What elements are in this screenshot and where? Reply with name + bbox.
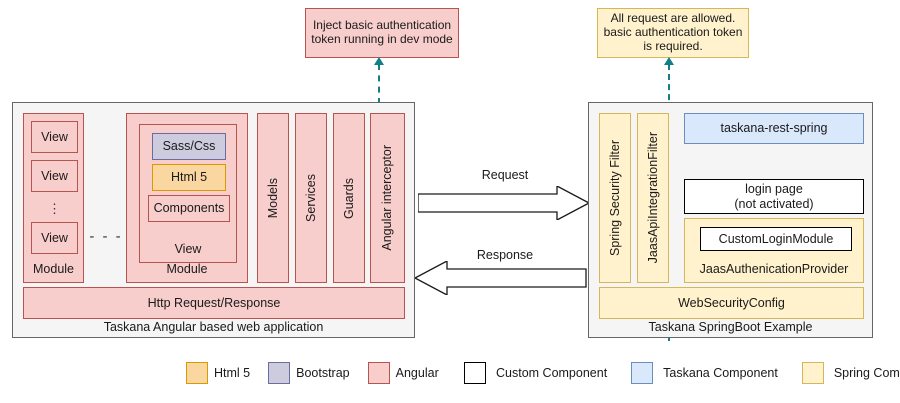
legend-swatch-custom-component	[464, 362, 486, 384]
legend-swatch-bootstrap	[268, 362, 291, 384]
taskana-rest-spring-box[interactable]: taskana-rest-spring	[684, 113, 864, 144]
jaas-authentication-provider-label: JaasAuthenicationProvider	[699, 262, 849, 276]
jaas-api-integration-filter-label: JaasApiIntegrationFilter	[645, 132, 660, 264]
jaas-api-integration-filter[interactable]: JaasApiIntegrationFilter	[637, 113, 669, 283]
module-right-view-label: View	[174, 242, 202, 256]
request-arrow-label: Request	[481, 167, 529, 182]
legend-label-bootstrap: Bootstrap	[296, 366, 350, 380]
legend-swatch-html5	[186, 362, 208, 384]
legend-label-angular: Angular	[395, 366, 439, 380]
modules-ellipsis-icon: - - -	[89, 228, 123, 246]
response-arrow-icon	[415, 261, 587, 295]
legend-left-group: Html 5 Bootstrap Angular	[186, 362, 439, 384]
sass-css-box[interactable]: Sass/Css	[152, 133, 226, 160]
column-angular-interceptor[interactable]: Angular interceptor	[370, 113, 405, 283]
angular-application-caption: Taskana Angular based web application	[103, 320, 324, 334]
legend-swatch-spring-component	[801, 362, 824, 384]
spring-security-filter[interactable]: Spring Security Filter	[599, 113, 631, 283]
request-arrow-icon	[418, 186, 590, 220]
legend-label-custom-component: Custom Component	[496, 366, 608, 380]
angular-note-connector-line	[378, 64, 380, 104]
module-left-ellipsis-icon: ⋮	[48, 201, 61, 216]
module-left-view-1[interactable]: View	[31, 121, 78, 153]
legend-right-group: Custom Component Taskana Component Sprin…	[464, 362, 900, 384]
angular-note-connector-arrow	[374, 57, 384, 65]
jaas-authentication-provider[interactable]: CustomLoginModule JaasAuthenicationProvi…	[684, 218, 864, 283]
module-right-view[interactable]: Sass/Css Html 5 Components View	[139, 124, 237, 263]
column-services[interactable]: Services	[295, 113, 327, 283]
spring-note-connector-arrow	[664, 57, 674, 65]
login-page-subtitle: (not activated)	[734, 196, 814, 211]
module-left-view-2[interactable]: View	[31, 160, 78, 192]
angular-application-panel: View View ⋮ View Module - - - Sass/Css H…	[12, 102, 415, 338]
legend-swatch-angular	[367, 362, 390, 384]
components-box[interactable]: Components	[148, 195, 230, 222]
column-guards[interactable]: Guards	[333, 113, 365, 283]
response-arrow-label: Response	[476, 247, 534, 262]
module-right[interactable]: Sass/Css Html 5 Components View Module	[126, 113, 248, 283]
module-left-view-3[interactable]: View	[31, 222, 78, 254]
legend-label-taskana-component: Taskana Component	[663, 366, 778, 380]
legend-swatch-taskana-component	[631, 362, 654, 384]
spring-filter-note: All request are allowed. basic authentic…	[597, 8, 749, 58]
web-security-config-box[interactable]: WebSecurityConfig	[599, 287, 864, 319]
login-page-title: login page	[745, 182, 803, 197]
http-request-response-bar[interactable]: Http Request/Response	[23, 287, 405, 319]
angular-interceptor-note: Inject basic authentication token runnin…	[305, 8, 459, 58]
module-left-label: Module	[33, 262, 74, 276]
html5-box[interactable]: Html 5	[152, 164, 226, 191]
module-left[interactable]: View View ⋮ View Module	[23, 113, 84, 283]
login-page-box[interactable]: login page (not activated)	[684, 179, 864, 214]
column-models[interactable]: Models	[257, 113, 289, 283]
column-models-label: Models	[265, 177, 280, 219]
column-angular-interceptor-label: Angular interceptor	[380, 145, 395, 251]
spring-security-filter-label: Spring Security Filter	[607, 139, 622, 256]
module-right-label: Module	[166, 262, 208, 276]
custom-login-module-box[interactable]: CustomLoginModule	[700, 227, 852, 251]
legend-label-html5: Html 5	[214, 366, 251, 380]
column-services-label: Services	[303, 174, 318, 222]
springboot-example-caption: Taskana SpringBoot Example	[648, 320, 813, 334]
springboot-example-panel: Spring Security Filter JaasApiIntegratio…	[588, 102, 873, 338]
column-guards-label: Guards	[341, 177, 356, 219]
legend-label-spring-component: Spring Component	[833, 366, 900, 380]
